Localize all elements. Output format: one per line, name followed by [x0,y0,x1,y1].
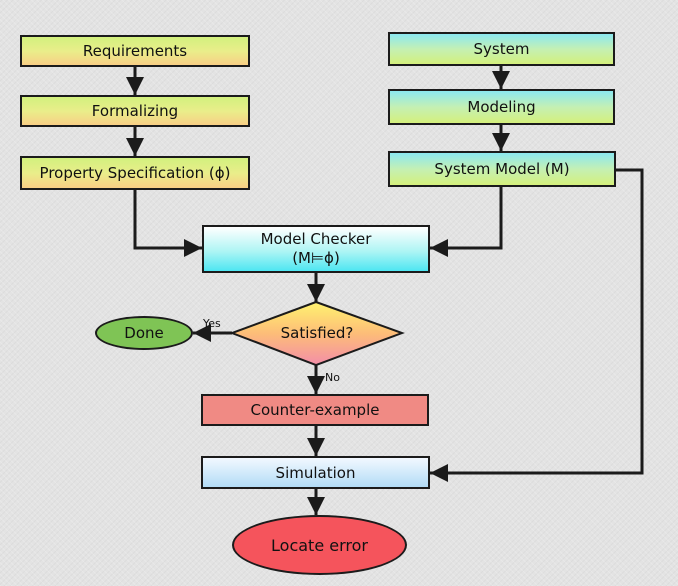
arrow-system-model-to-model-checker [430,187,503,257]
system-label: System [473,40,530,58]
system-node: System [388,32,615,66]
no-edge-label: No [325,371,340,384]
model-checker-title: Model Checker [260,230,372,248]
formalizing-node: Formalizing [20,95,250,127]
yes-edge-label: Yes [203,317,221,330]
locate-error-label: Locate error [271,535,368,555]
model-checker-formula: (M⊨ϕ) [292,249,340,267]
requirements-node: Requirements [20,35,250,67]
arrow-system-model-to-simulation [430,168,644,482]
simulation-node: Simulation [201,456,430,489]
system-model-label: System Model (M) [434,160,570,178]
locate-error-terminal: Locate error [232,515,407,575]
modeling-label: Modeling [467,98,536,116]
simulation-label: Simulation [275,463,356,482]
arrow-property-specification-to-model-checker [133,190,202,257]
counter-example-label: Counter-example [250,401,380,419]
modeling-node: Modeling [388,89,615,125]
done-terminal: Done [95,316,193,350]
counter-example-node: Counter-example [201,394,429,426]
decision-diamond-shape [229,300,405,367]
model-checker-node: Model Checker (M⊨ϕ) [202,225,430,273]
formalizing-label: Formalizing [91,102,179,120]
decision-label: Satisfied? [280,324,354,342]
done-label: Done [124,324,164,342]
requirements-label: Requirements [82,42,188,60]
property-specification-node: Property Specification (ϕ) [20,156,250,190]
property-specification-label: Property Specification (ϕ) [39,164,231,182]
system-model-node: System Model (M) [388,151,616,187]
